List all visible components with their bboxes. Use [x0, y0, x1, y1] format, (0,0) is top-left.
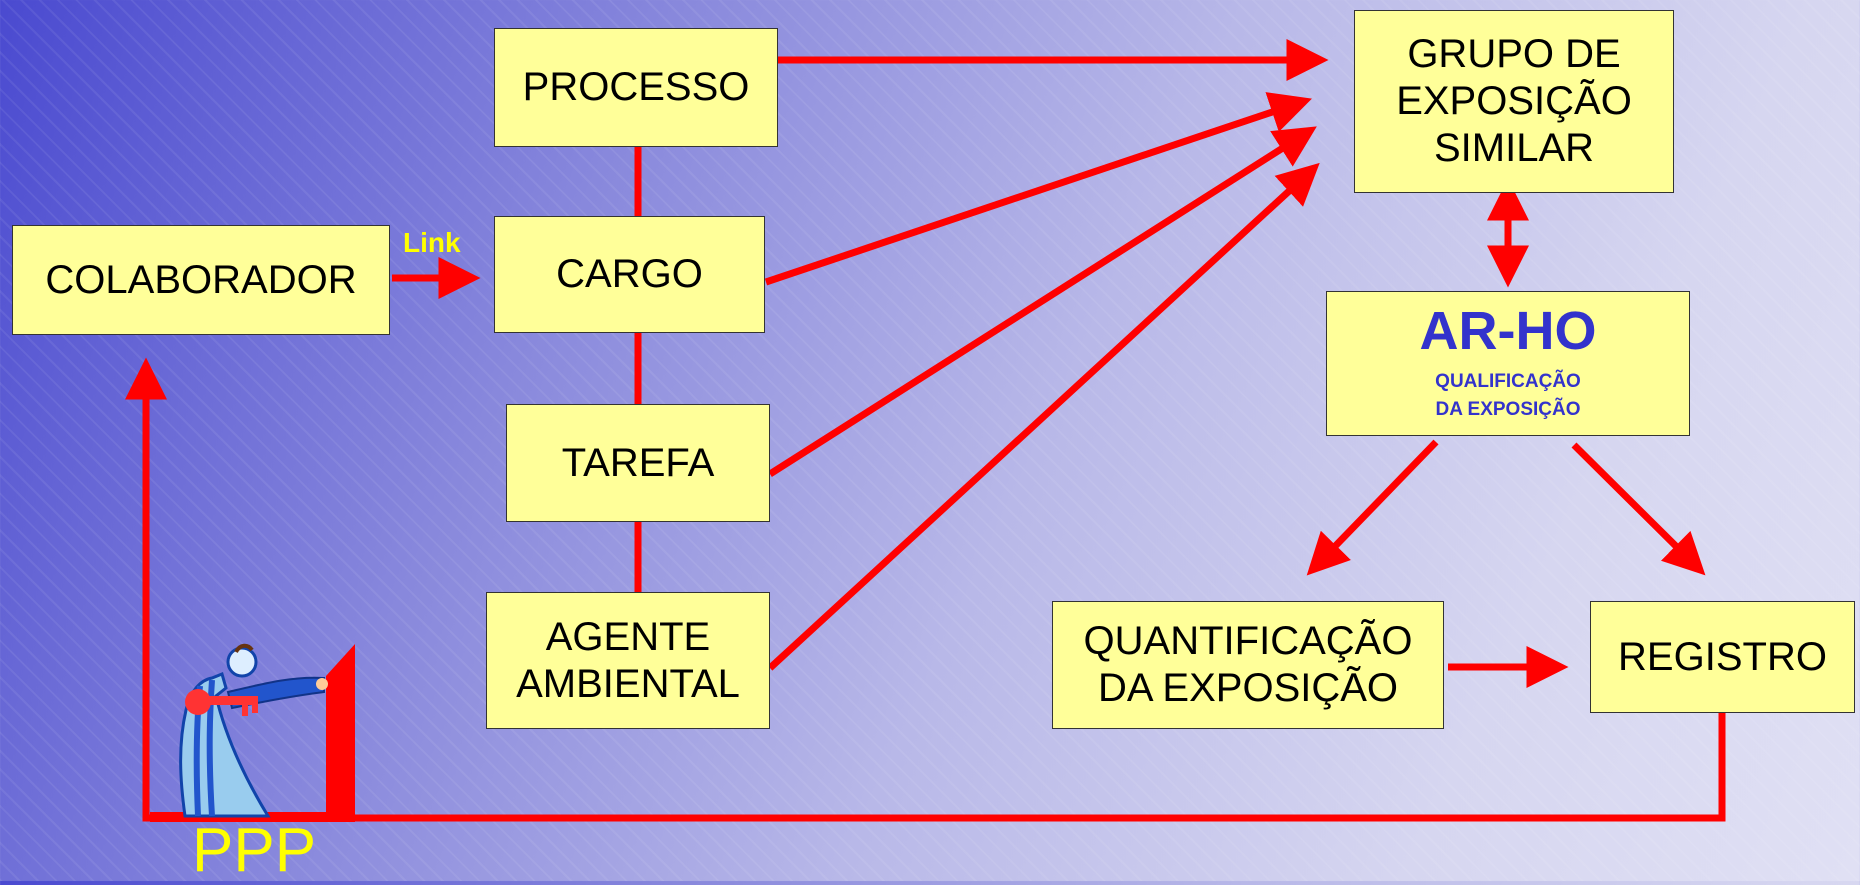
box-agente-ambiental: AGENTE AMBIENTAL: [486, 592, 770, 729]
box-processo-label: PROCESSO: [522, 65, 750, 110]
box-ar-ho: AR-HO QUALIFICAÇÃO DA EXPOSIÇÃO: [1326, 291, 1690, 436]
ar-ho-subtitle: QUALIFICAÇÃO DA EXPOSIÇÃO: [1435, 370, 1581, 421]
arrow-agente-grupo: [767, 162, 1320, 671]
box-agente-label: AGENTE AMBIENTAL: [516, 614, 740, 706]
box-cargo: CARGO: [494, 216, 765, 333]
box-grupo-exposicao-similar: GRUPO DE EXPOSIÇÃO SIMILAR: [1354, 10, 1674, 193]
box-tarefa: TAREFA: [506, 404, 770, 522]
arrow-tarefa-grupo: [768, 126, 1317, 477]
box-tarefa-label: TAREFA: [561, 440, 715, 485]
box-quantificacao-label: QUANTIFICAÇÃO DA EXPOSIÇÃO: [1083, 619, 1413, 710]
box-processo: PROCESSO: [494, 28, 778, 147]
box-registro: REGISTRO: [1590, 601, 1855, 713]
feedback-registro-colaborador: [125, 357, 1726, 822]
box-registro-label: REGISTRO: [1618, 634, 1827, 679]
person-with-key-opening-door-icon: [150, 643, 355, 822]
arrow-cargo-grupo: [764, 92, 1312, 286]
box-cargo-label: CARGO: [556, 252, 703, 297]
arrow-arho-registro: [1571, 442, 1706, 576]
box-grupo-label: GRUPO DE EXPOSIÇÃO SIMILAR: [1396, 32, 1632, 170]
link-label: Link: [403, 227, 461, 258]
ar-ho-title: AR-HO: [1419, 301, 1597, 362]
box-colaborador-label: COLABORADOR: [45, 257, 357, 302]
box-quantificacao: QUANTIFICAÇÃO DA EXPOSIÇÃO: [1052, 601, 1444, 729]
box-colaborador: COLABORADOR: [12, 225, 390, 335]
arrow-arho-quantificacao: [1306, 439, 1439, 576]
ppp-label: PPP: [192, 816, 317, 885]
